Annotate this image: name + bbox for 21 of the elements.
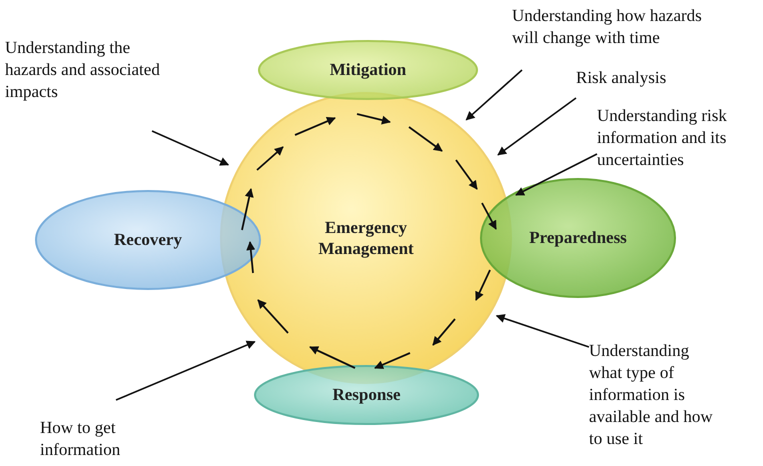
ellipse-node [258, 40, 478, 100]
arrow [497, 97, 576, 156]
annotation-text: Understanding the hazards and associated impacts [5, 37, 167, 103]
arrow [496, 314, 590, 348]
ellipse-node [480, 178, 676, 298]
annotation-text: How to get information [40, 417, 160, 461]
ellipse-node [35, 190, 261, 290]
ellipse-node [254, 365, 479, 425]
arrow [466, 69, 523, 120]
node-label: Emergency Management [317, 216, 415, 260]
arrow [152, 130, 230, 166]
annotation-text: Risk analysis [576, 67, 716, 89]
node-label: Preparedness [529, 227, 627, 249]
annotation-text: Understanding what type of information is available and how to use it [589, 340, 714, 450]
node-label: Recovery [114, 229, 182, 251]
arrow [116, 340, 256, 401]
arrow [515, 153, 598, 196]
annotation-text: Understanding how hazards will change with time [512, 5, 730, 49]
annotation-text: Understanding risk information and its uncertainties [597, 105, 749, 171]
node-label: Mitigation [330, 59, 406, 81]
node-label: Response [332, 384, 400, 406]
